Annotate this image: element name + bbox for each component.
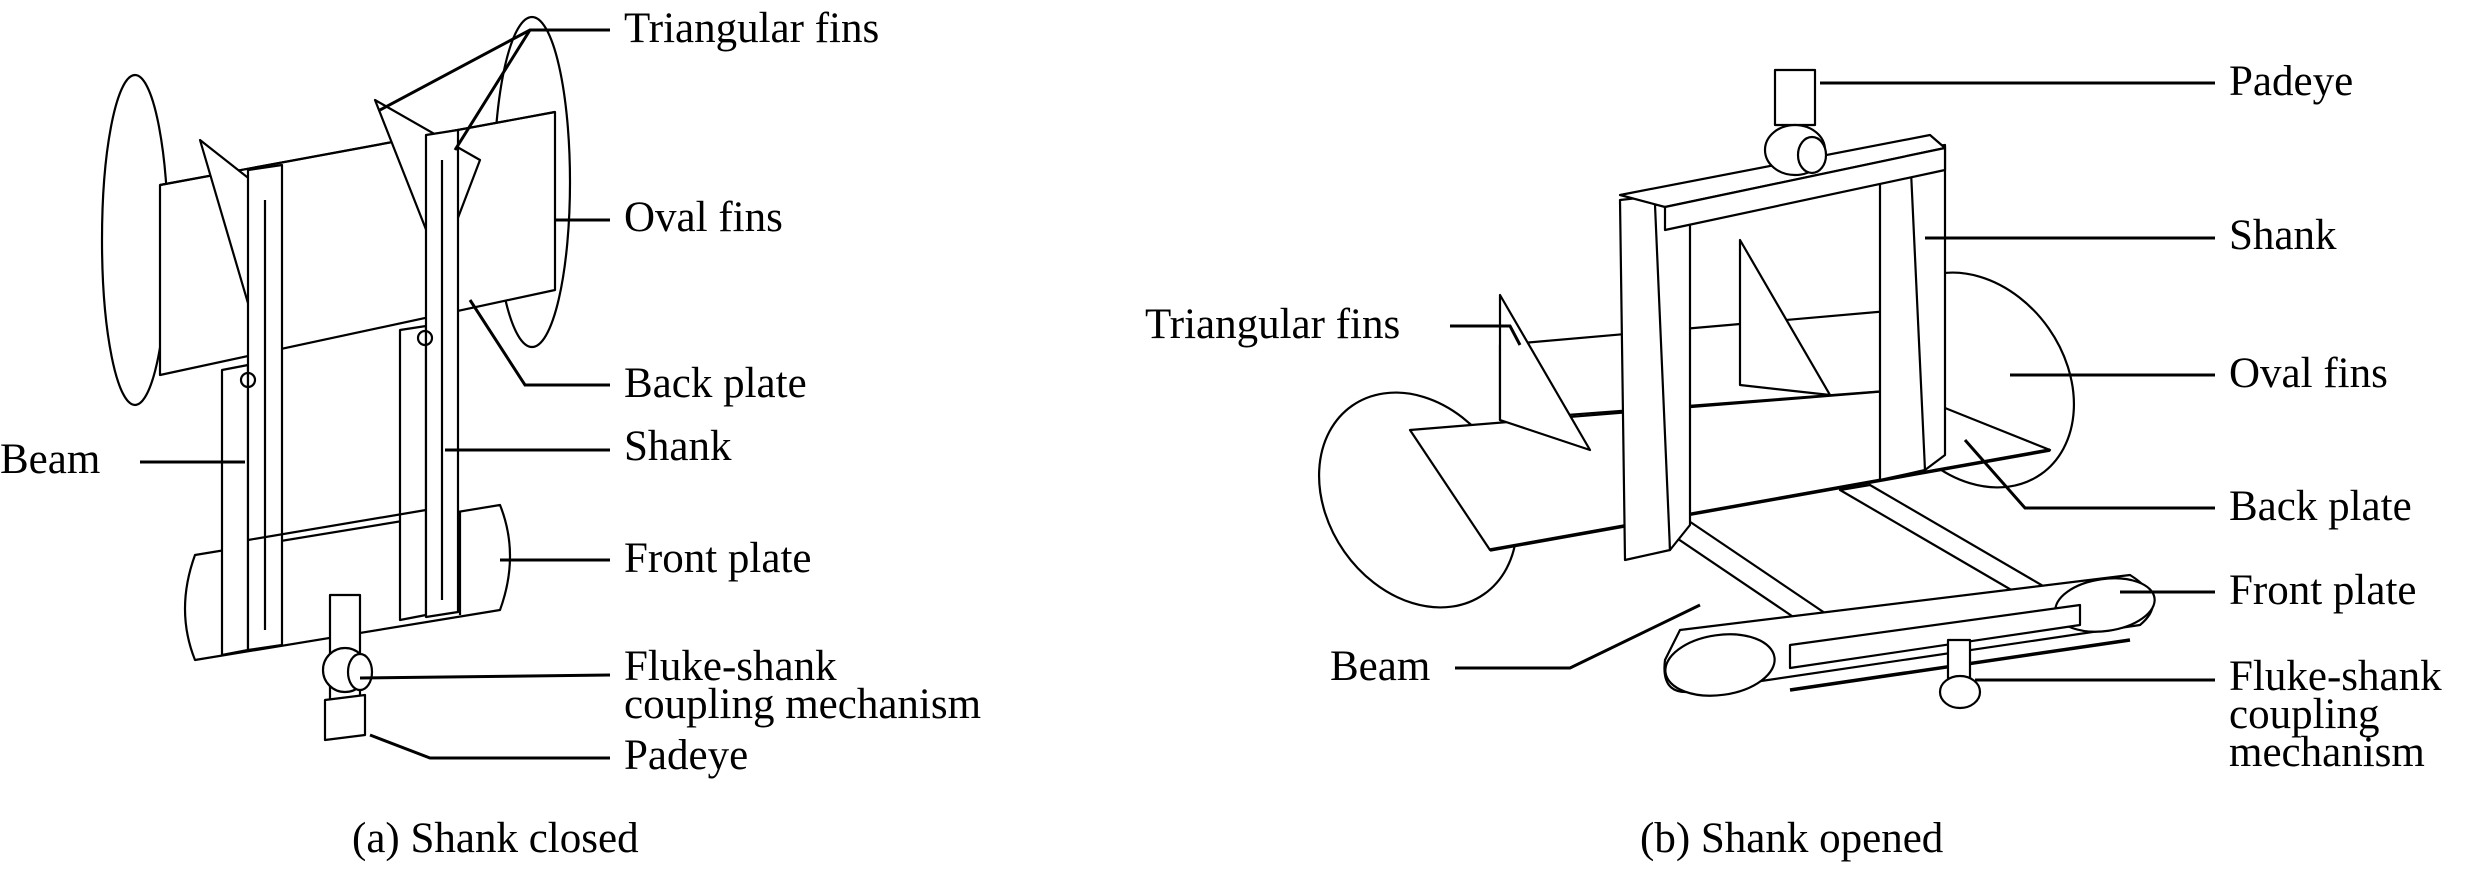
- panel-a-leaders: [140, 28, 611, 760]
- padeye-b: [1773, 68, 1817, 127]
- label-oval-fins-b: Oval fins: [2229, 350, 2388, 397]
- label-coupling-a-line2: coupling mechanism: [624, 681, 981, 728]
- label-triangular-fins-b: Triangular fins: [1145, 301, 1400, 348]
- panel-b-leaders: [1450, 81, 2215, 682]
- caption-a: (a) Shank closed: [352, 815, 639, 862]
- label-front-plate-b: Front plate: [2229, 567, 2417, 614]
- label-shank-a: Shank: [624, 423, 732, 470]
- label-back-plate-a: Back plate: [624, 360, 807, 407]
- beam-a2: [398, 324, 428, 622]
- triangular-fin-b2: [1738, 238, 1832, 397]
- caption-b: (b) Shank opened: [1640, 815, 1943, 862]
- label-triangular-fins-a: Triangular fins: [624, 5, 879, 52]
- label-oval-fins-a: Oval fins: [624, 194, 783, 241]
- label-beam-a: Beam: [0, 436, 100, 483]
- label-beam-b: Beam: [1330, 643, 1430, 690]
- label-coupling-b-line2: coupling: [2229, 691, 2379, 738]
- oval-fin-left: [100, 73, 170, 407]
- label-coupling-a-line1: Fluke-shank: [624, 643, 837, 690]
- label-padeye-b: Padeye: [2229, 58, 2353, 105]
- coupling-b: [1946, 638, 1972, 682]
- label-padeye-a: Padeye: [624, 732, 748, 779]
- label-coupling-b-line1: Fluke-shank: [2229, 653, 2442, 700]
- panel-b-drawing: [1317, 68, 2156, 710]
- triangular-fin-b1: [1498, 293, 1592, 452]
- back-plate-a: [158, 110, 557, 377]
- panel-a-drawing: [100, 15, 572, 742]
- beam-a1: [220, 363, 250, 657]
- label-back-plate-b: Back plate: [2229, 483, 2412, 530]
- label-coupling-b-line3: mechanism: [2229, 729, 2425, 776]
- label-front-plate-a: Front plate: [624, 535, 812, 582]
- label-shank-b: Shank: [2229, 212, 2337, 259]
